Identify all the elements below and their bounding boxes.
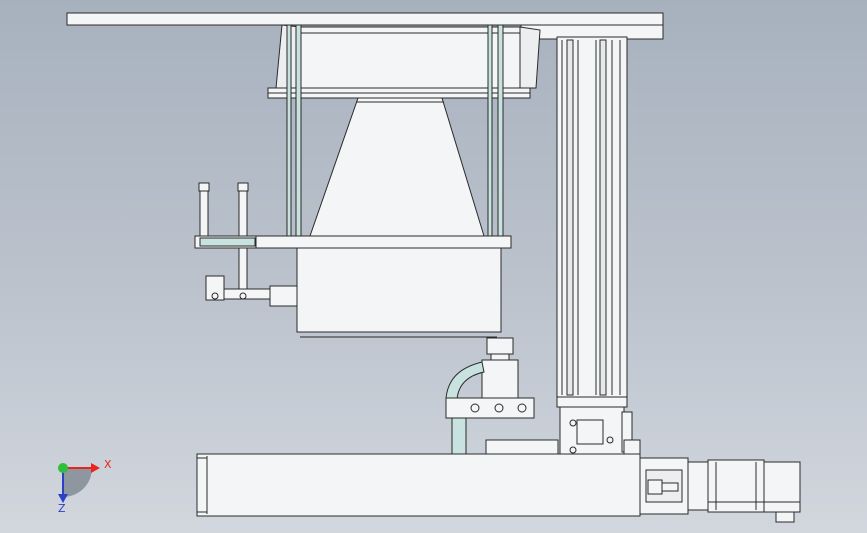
module-rail-left (566, 39, 574, 396)
clamp-screw-2 (239, 292, 247, 300)
guide-rod-right-a[interactable] (487, 24, 493, 237)
mount-bolt-1 (470, 403, 480, 413)
hopper-right-taper (519, 26, 541, 89)
bracket-plate-accent (199, 237, 256, 247)
servo-motor-rear[interactable] (763, 461, 801, 513)
hose-drop (451, 417, 467, 455)
sensor-post-right-cap (237, 182, 249, 192)
mount-bolt-2 (494, 403, 504, 413)
clamp-screw-1 (211, 292, 219, 300)
clamp-block-left[interactable] (205, 275, 225, 301)
carriage-window (576, 419, 604, 445)
servo-motor-flange[interactable] (687, 461, 709, 511)
hopper-cone[interactable] (309, 97, 485, 237)
module-rail-right (599, 39, 607, 396)
clamp-bar[interactable] (223, 288, 271, 300)
cylinder-rod-top[interactable] (486, 337, 514, 355)
coupling-clamp-2 (661, 482, 679, 492)
hanger-rod[interactable] (238, 247, 248, 293)
guide-rod-left-a[interactable] (286, 24, 292, 237)
sensor-post-left-cap (198, 182, 210, 192)
motor-connector (775, 511, 795, 523)
cylinder-base-plate[interactable] (485, 439, 559, 455)
y-axis-dot (58, 463, 68, 473)
base-end-cap (196, 457, 208, 513)
air-hose[interactable] (445, 361, 485, 401)
upper-hopper-box[interactable] (299, 26, 521, 94)
carriage-bolt-3 (569, 446, 577, 454)
cylinder-body[interactable] (481, 359, 519, 401)
lower-chamber-body[interactable] (296, 247, 502, 333)
clamp-nozzle[interactable] (269, 285, 299, 307)
triad-shade (63, 468, 92, 497)
orientation-triad (58, 463, 100, 503)
z-axis-arrowhead (58, 494, 68, 503)
servo-motor-body[interactable] (707, 459, 765, 513)
mount-bolt-3 (517, 403, 527, 413)
carriage-plate-top[interactable] (556, 396, 628, 408)
cylinder-mount-block[interactable] (445, 397, 535, 419)
x-axis-arrowhead (91, 463, 100, 473)
cylinder-neck (490, 353, 510, 361)
carriage-bolt-1 (569, 419, 577, 427)
coupling-clamp (647, 479, 663, 495)
x-axis-label: X (104, 458, 112, 471)
z-axis-label: Z (58, 502, 66, 515)
carriage-bolt-2 (606, 436, 614, 444)
sensor-post-left[interactable] (199, 189, 209, 237)
horizontal-linear-module[interactable] (196, 453, 641, 517)
top-plate[interactable] (66, 12, 664, 26)
guide-rod-left-b[interactable] (295, 24, 302, 237)
guide-rod-right-b[interactable] (497, 24, 504, 237)
sensor-post-right[interactable] (238, 189, 248, 237)
carriage-foot (623, 439, 641, 455)
